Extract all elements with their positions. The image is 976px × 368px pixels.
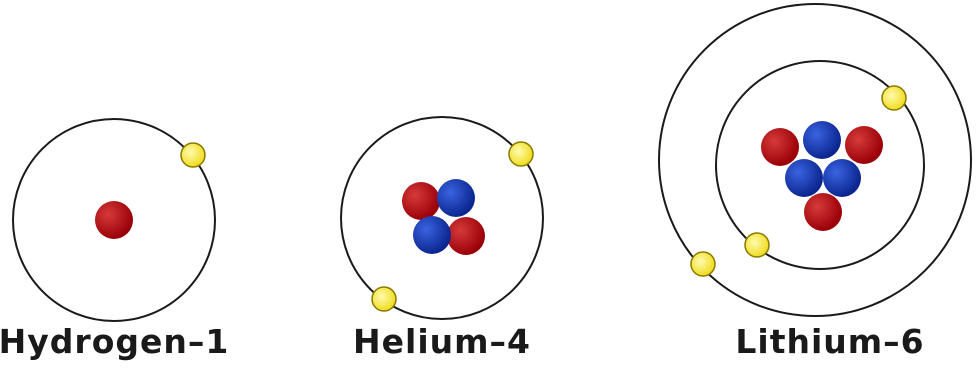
atom-label-lithium-6: Lithium–6 — [735, 322, 924, 361]
electron — [691, 252, 715, 276]
neutron — [823, 159, 861, 197]
nucleus — [402, 179, 485, 255]
proton — [447, 217, 485, 255]
proton — [402, 182, 440, 220]
proton — [845, 126, 883, 164]
atom-lithium-6 — [659, 4, 971, 316]
atom-hydrogen-1 — [13, 119, 215, 321]
electron — [509, 142, 533, 166]
neutron — [803, 121, 841, 159]
electron — [745, 233, 769, 257]
atom-label-helium-4: Helium–4 — [353, 322, 531, 361]
proton — [95, 201, 133, 239]
proton — [761, 128, 799, 166]
electron — [372, 287, 396, 311]
proton — [804, 193, 842, 231]
neutron — [437, 179, 475, 217]
neutron — [785, 159, 823, 197]
electron — [181, 143, 205, 167]
atom-label-hydrogen-1: Hydrogen–1 — [0, 322, 229, 361]
electron — [882, 86, 906, 110]
nucleus — [761, 121, 883, 231]
atom-helium-4 — [341, 117, 543, 319]
neutron — [413, 216, 451, 254]
